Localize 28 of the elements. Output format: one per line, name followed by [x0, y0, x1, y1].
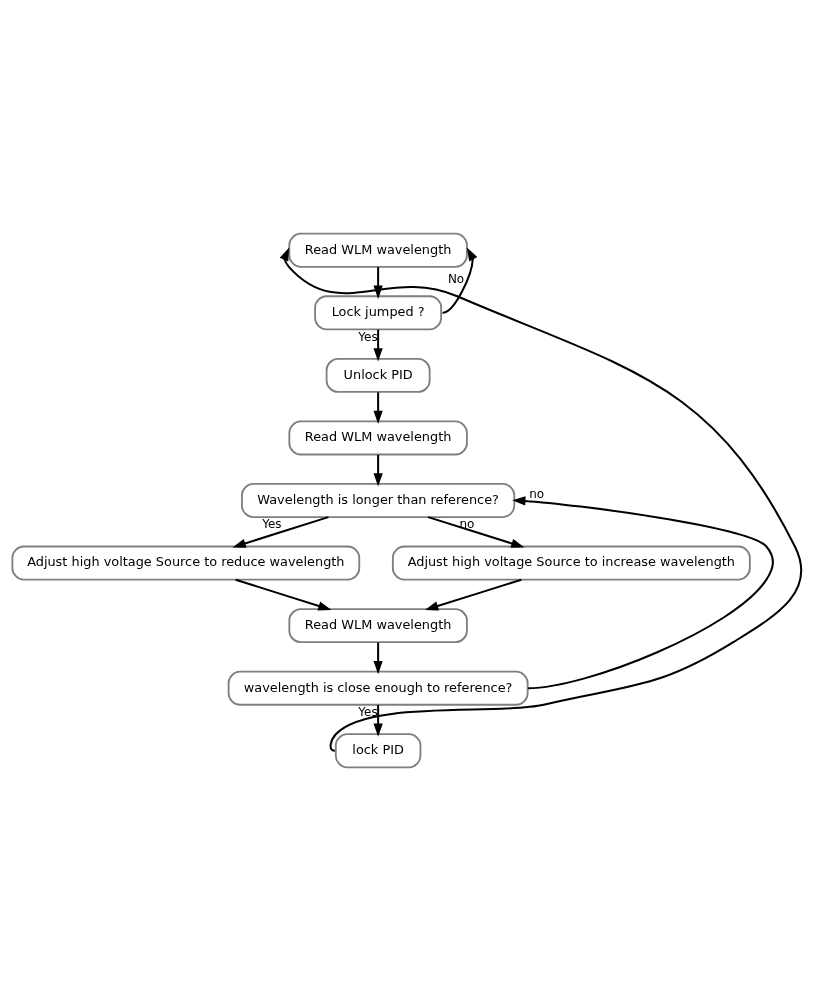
- arrow: [442, 247, 478, 314]
- node-box: Read WLM wavelength: [288, 608, 468, 644]
- node-box: lock PID: [334, 733, 422, 769]
- arrow: [373, 705, 383, 737]
- node-box: Adjust high voltage Source to reduce wavelength: [11, 545, 361, 581]
- arrow: [279, 247, 803, 752]
- arrow: [373, 454, 383, 487]
- arrow: [512, 496, 774, 690]
- arrow: [373, 392, 383, 424]
- edge-label: Yes: [358, 329, 378, 344]
- edge-label: No: [447, 271, 465, 286]
- node-box: Read WLM wavelength: [288, 232, 468, 268]
- node-box: Wavelength is longer than reference?: [241, 483, 516, 518]
- node-box: Unlock PID: [325, 357, 431, 393]
- arrow: [427, 516, 525, 548]
- edge-label: no: [529, 486, 545, 501]
- arrow: [232, 516, 329, 548]
- edge-label: Yes: [358, 704, 378, 719]
- node-box: Read WLM wavelength: [288, 420, 468, 456]
- arrow: [373, 642, 383, 675]
- node-box: Adjust high voltage Source to increase wavelength: [391, 545, 751, 581]
- edge-label: Yes: [262, 517, 282, 532]
- arrow: [235, 578, 332, 611]
- node-box: wavelength is close enough to reference?: [227, 670, 529, 706]
- arrow: [373, 329, 383, 362]
- node-box: Lock jumped ?: [314, 295, 443, 331]
- arrow: [425, 578, 522, 611]
- edge-label: no: [459, 517, 475, 532]
